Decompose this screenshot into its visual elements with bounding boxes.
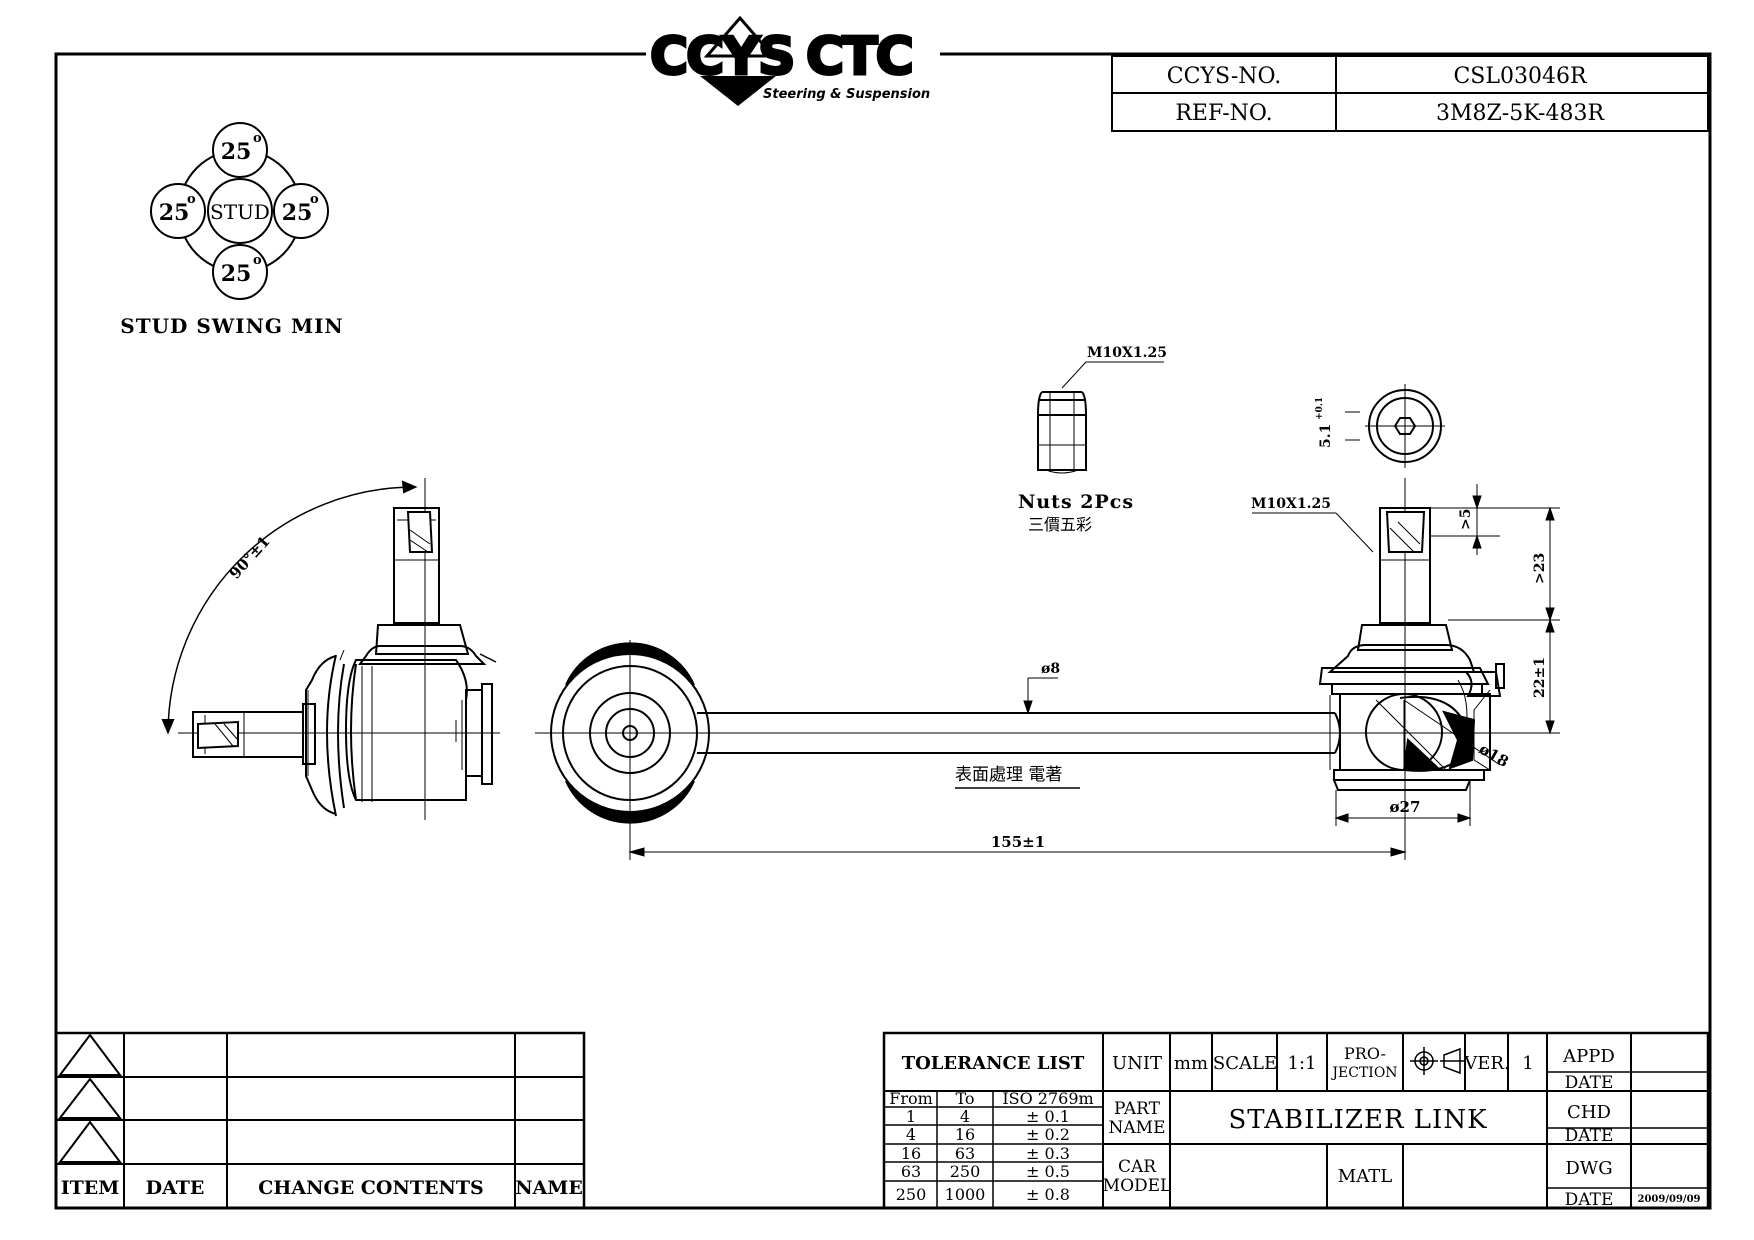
swing-angle-right: 25	[282, 200, 313, 226]
car-model-label-line1: CAR	[1118, 1157, 1157, 1177]
swing-angle-bottom: 25	[221, 261, 252, 287]
swing-center-label: STUD	[210, 200, 270, 224]
stud-thread-label: M10X1.25	[1251, 496, 1331, 512]
drawn-date-value: 2009/09/09	[1638, 1194, 1701, 1205]
svg-text:CCYS: CCYS	[650, 27, 793, 87]
projection-label-line1: PRO-	[1344, 1044, 1386, 1063]
tolerance-header-to: To	[955, 1089, 974, 1108]
svg-text:CTC: CTC	[806, 27, 912, 87]
degree-mark-right: o	[310, 192, 319, 207]
tolerance-cell: ± 0.2	[1026, 1125, 1070, 1144]
tolerance-cell: ± 0.8	[1026, 1185, 1070, 1204]
dimension-gt5: >5	[1458, 509, 1474, 530]
tolerance-title: TOLERANCE LIST	[902, 1053, 1085, 1074]
stud-end-view	[1345, 384, 1445, 468]
ref-no-label: REF-NO.	[1175, 101, 1272, 126]
rev-header-change: CHANGE CONTENTS	[258, 1177, 483, 1199]
tolerance-header-iso: ISO 2769m	[1002, 1089, 1093, 1108]
checked-date-label: DATE	[1565, 1126, 1614, 1146]
part-name-label-line2: NAME	[1109, 1118, 1166, 1138]
main-view	[535, 478, 1560, 860]
tolerance-cell: ± 0.5	[1026, 1162, 1070, 1181]
revision-table: ITEM DATE CHANGE CONTENTS NAME	[54, 1031, 586, 1210]
dia27-dimension	[1334, 780, 1472, 826]
drawn-label: DWG	[1565, 1158, 1612, 1179]
swing-angle-top: 25	[221, 139, 252, 165]
rev-header-date: DATE	[146, 1177, 205, 1199]
left-side-view	[161, 478, 500, 820]
dia18-leader	[1403, 699, 1501, 766]
dimension-22: 22±1	[1532, 657, 1548, 698]
angle-dimension: 90°±1	[226, 532, 274, 582]
rev-header-item: ITEM	[61, 1177, 120, 1199]
tolerance-header-from: From	[889, 1089, 933, 1108]
hex-size-dimension: 5.1	[1318, 424, 1334, 448]
logo-tagline: Steering & Suspension	[763, 87, 930, 102]
ref-no-value: 3M8Z-5K-483R	[1436, 101, 1605, 126]
tolerance-cell: 63	[901, 1162, 921, 1181]
swing-angle-left: 25	[159, 200, 190, 226]
stud-swing-caption: STUD SWING MIN	[120, 314, 343, 338]
tolerance-cell: 4	[960, 1107, 970, 1126]
version-value: 1	[1522, 1053, 1533, 1074]
stud-swing-diagram: 25 o 25 o 25 o 25 o STUD STUD SWING MIN	[120, 122, 343, 338]
company-logo: CCYS CTC Steering & Suspension	[649, 15, 930, 106]
tolerance-cell: 63	[955, 1144, 975, 1163]
part-name-value: STABILIZER LINK	[1228, 1105, 1487, 1135]
tolerance-cell: 16	[901, 1144, 921, 1163]
drawn-date-label: DATE	[1565, 1190, 1614, 1210]
tolerance-cell: 250	[896, 1185, 927, 1204]
dimension-dia18: ø18	[1476, 740, 1512, 771]
checked-label: CHD	[1567, 1102, 1611, 1123]
projection-label-line2: JECTION	[1330, 1065, 1397, 1081]
version-label: VER.	[1463, 1053, 1509, 1074]
nuts-chinese-label: 三價五彩	[1028, 515, 1092, 534]
vertical-dimensions	[1430, 484, 1560, 735]
tolerance-cell: 1	[906, 1107, 916, 1126]
tolerance-cell: ± 0.3	[1026, 1144, 1070, 1163]
projection-symbol-icon	[1410, 1047, 1464, 1075]
tolerance-cell: 1000	[945, 1185, 986, 1204]
scale-label: SCALE	[1213, 1053, 1277, 1074]
stud-thread-leader	[1252, 512, 1374, 553]
car-model-label-line2: MODEL	[1103, 1176, 1172, 1196]
dimension-gt23: >23	[1532, 553, 1548, 584]
tolerance-cell: 250	[950, 1162, 981, 1181]
approved-date-label: DATE	[1565, 1073, 1614, 1093]
ccys-no-value: CSL03046R	[1453, 64, 1587, 89]
header-number-table: CCYS-NO. CSL03046R REF-NO. 3M8Z-5K-483R	[1111, 55, 1709, 132]
hex-tolerance: +0.1	[1315, 397, 1325, 420]
dimension-dia8: ø8	[1041, 661, 1060, 677]
degree-mark-bottom: o	[253, 253, 262, 268]
nut-thread-label: M10X1.25	[1087, 345, 1167, 361]
nut-view	[1037, 361, 1164, 474]
surface-treatment-note: 表面處理 電著	[955, 765, 1062, 785]
tolerance-cell: ± 0.1	[1026, 1107, 1070, 1126]
unit-label: UNIT	[1112, 1053, 1162, 1074]
material-label: MATL	[1338, 1166, 1392, 1187]
degree-mark-left: o	[187, 192, 196, 207]
unit-value: mm	[1174, 1053, 1208, 1074]
ccys-no-label: CCYS-NO.	[1167, 64, 1282, 89]
dimension-length: 155±1	[991, 833, 1045, 851]
nuts-label: Nuts 2Pcs	[1018, 491, 1134, 513]
approved-label: APPD	[1562, 1046, 1615, 1067]
degree-mark-top: o	[253, 131, 262, 146]
tolerance-cell: 16	[955, 1125, 975, 1144]
dia8-leader	[1023, 677, 1058, 715]
title-block: TOLERANCE LIST From To ISO 2769m UNIT mm…	[882, 1031, 1710, 1210]
length-dimension	[628, 800, 1407, 860]
tolerance-cell: 4	[906, 1125, 916, 1144]
part-name-label-line1: PART	[1114, 1099, 1161, 1119]
rev-header-name: NAME	[515, 1177, 583, 1199]
scale-value: 1:1	[1288, 1053, 1317, 1074]
